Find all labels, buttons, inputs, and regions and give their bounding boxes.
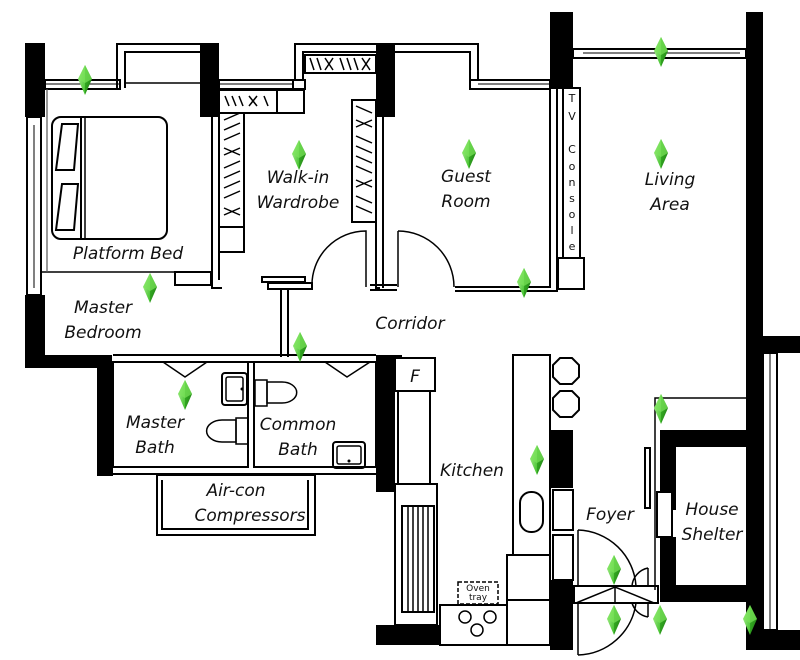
label-platform-bed: Platform Bed: [73, 244, 184, 264]
bathrooms: [112, 354, 377, 536]
tv-console-letter: s: [569, 192, 575, 205]
tv-console-letter: e: [569, 240, 576, 253]
tv-console-letter: T: [568, 92, 576, 105]
tv-console-letter: C: [568, 143, 576, 156]
tv-console-letter: o: [569, 208, 576, 221]
tv-console-letter: o: [569, 160, 576, 173]
plumbob-icon[interactable]: [654, 37, 668, 67]
windows-and-partitions: [26, 43, 747, 357]
plumbob-icon[interactable]: [517, 268, 531, 298]
plumbob-icon[interactable]: [654, 139, 668, 169]
platform-bed-furniture: [51, 116, 168, 240]
plumbob-icon[interactable]: [607, 555, 621, 585]
tv-console-letter: n: [569, 176, 576, 189]
tv-console-letter: V: [568, 110, 576, 123]
plumbob-icon[interactable]: [607, 605, 621, 635]
plumbob-icon[interactable]: [292, 140, 306, 170]
doors: [162, 230, 659, 656]
plumbob-icon[interactable]: [178, 380, 192, 410]
plumbob-icon[interactable]: [293, 332, 307, 362]
label-corridor: Corridor: [375, 314, 445, 334]
plumbob-icon[interactable]: [78, 65, 92, 95]
foyer-fixtures: [644, 352, 778, 631]
plumbob-icon[interactable]: [143, 273, 157, 303]
plumbob-icon[interactable]: [653, 605, 667, 635]
label-kitchen: Kitchen: [440, 461, 504, 481]
fridge-label: F: [410, 367, 420, 387]
wardrobe-hatching: [223, 57, 373, 216]
kitchen-fixtures: [394, 354, 580, 646]
structural-walls: [25, 12, 800, 650]
plumbob-icon[interactable]: [462, 139, 476, 169]
tv-console-letter: l: [570, 224, 573, 237]
label-foyer: Foyer: [586, 505, 635, 525]
